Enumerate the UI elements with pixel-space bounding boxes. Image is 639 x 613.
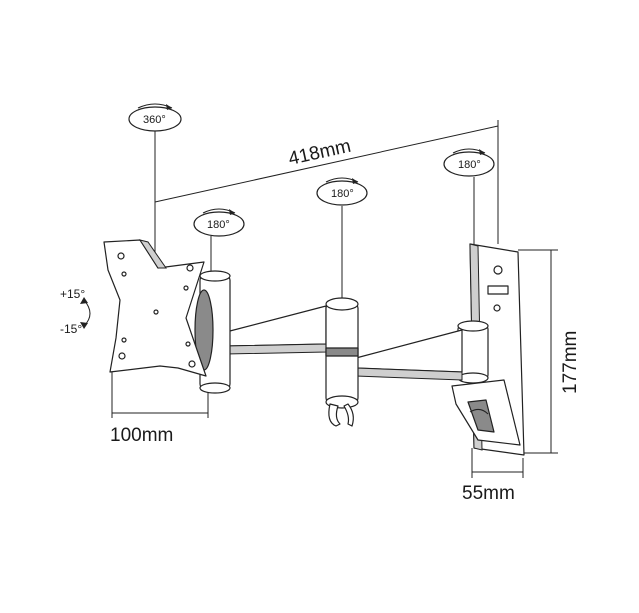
head-pivot-rotation-badge: 180° <box>193 208 245 237</box>
tilt-indicator: +15° -15° <box>60 287 91 336</box>
vesa-label: 100mm <box>110 425 173 446</box>
middle-pivot-rotation-badge: 180° <box>316 177 368 206</box>
plate-rotation-label: 360° <box>143 114 166 126</box>
wall-plate <box>451 243 525 456</box>
depth-dimension: 55mm <box>462 448 524 504</box>
vesa-plate <box>103 239 207 377</box>
height-label: 177mm <box>560 331 581 394</box>
width-label: 418mm <box>287 136 353 170</box>
wall-pivot-rotation-badge: 180° <box>443 148 495 177</box>
middle-pivot-rotation-label: 180° <box>331 188 354 200</box>
tilt-up-label: +15° <box>60 287 85 301</box>
head-pivot <box>194 270 231 394</box>
depth-label: 55mm <box>462 483 515 504</box>
middle-pivot <box>325 297 359 427</box>
height-dimension: 177mm <box>518 249 581 454</box>
head-pivot-rotation-label: 180° <box>207 219 230 231</box>
first-arm <box>225 305 327 355</box>
wall-pivot-rotation-label: 180° <box>458 159 481 171</box>
tilt-down-label: -15° <box>60 322 82 336</box>
vesa-dimension: 100mm <box>110 370 209 446</box>
plate-rotation-badge: 360° <box>128 103 182 132</box>
second-arm <box>355 329 463 381</box>
